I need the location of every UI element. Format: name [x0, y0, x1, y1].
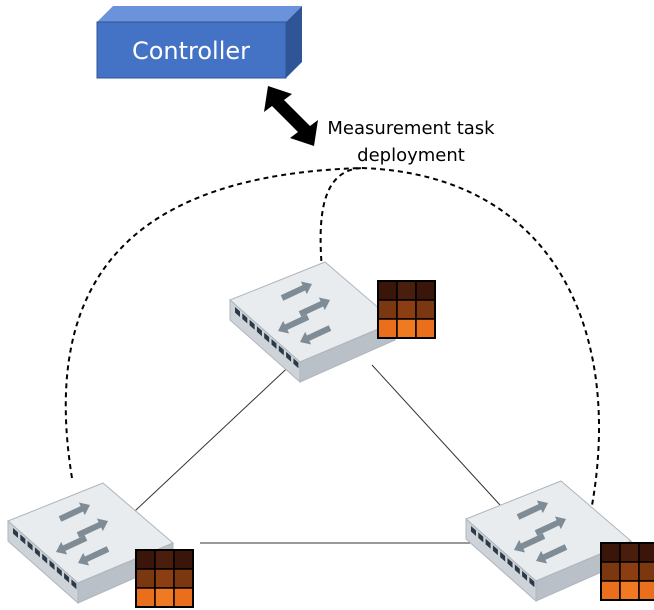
matrix-cell [638, 561, 654, 582]
measurement-matrix-bottom-right [600, 542, 654, 601]
matrix-cell [600, 561, 621, 582]
measurement-matrix-bottom-left [135, 549, 194, 608]
double-headed-arrow-icon [264, 86, 318, 146]
matrix-cell [135, 587, 156, 608]
matrix-cell [600, 580, 621, 601]
deploy-path-left [64, 167, 363, 479]
deploy-path-top [319, 167, 363, 271]
link-top-right [371, 364, 501, 506]
matrix-cell [154, 587, 175, 608]
matrix-cell [619, 580, 640, 601]
matrix-cell [396, 318, 417, 339]
controller-box: Controller [96, 6, 302, 79]
matrix-cell [619, 542, 640, 563]
matrix-cell [135, 549, 156, 570]
network-links [119, 357, 501, 544]
deploy-path-right [361, 167, 601, 517]
matrix-cell [173, 587, 194, 608]
matrix-cell [173, 568, 194, 589]
deployment-paths [64, 167, 601, 517]
matrix-cell [396, 299, 417, 320]
matrix-cell [396, 280, 417, 301]
switches [7, 261, 654, 608]
matrix-cell [377, 280, 398, 301]
controller-label: Controller [132, 37, 250, 65]
matrix-cell [377, 299, 398, 320]
matrix-cell [377, 318, 398, 339]
matrix-cell [619, 561, 640, 582]
matrix-cell [154, 549, 175, 570]
deployment-label-line1: Measurement task [327, 118, 495, 139]
matrix-cell [638, 580, 654, 601]
link-top-left [119, 357, 299, 526]
matrix-cell [638, 542, 654, 563]
matrix-cell [415, 318, 436, 339]
matrix-cell [415, 280, 436, 301]
matrix-cell [154, 568, 175, 589]
matrix-cell [135, 568, 156, 589]
matrix-cell [173, 549, 194, 570]
matrix-cell [415, 299, 436, 320]
network-switch-top-icon [229, 261, 396, 384]
measurement-matrix-top [377, 280, 436, 339]
deployment-label-line2: deployment [357, 145, 465, 166]
matrix-cell [600, 542, 621, 563]
